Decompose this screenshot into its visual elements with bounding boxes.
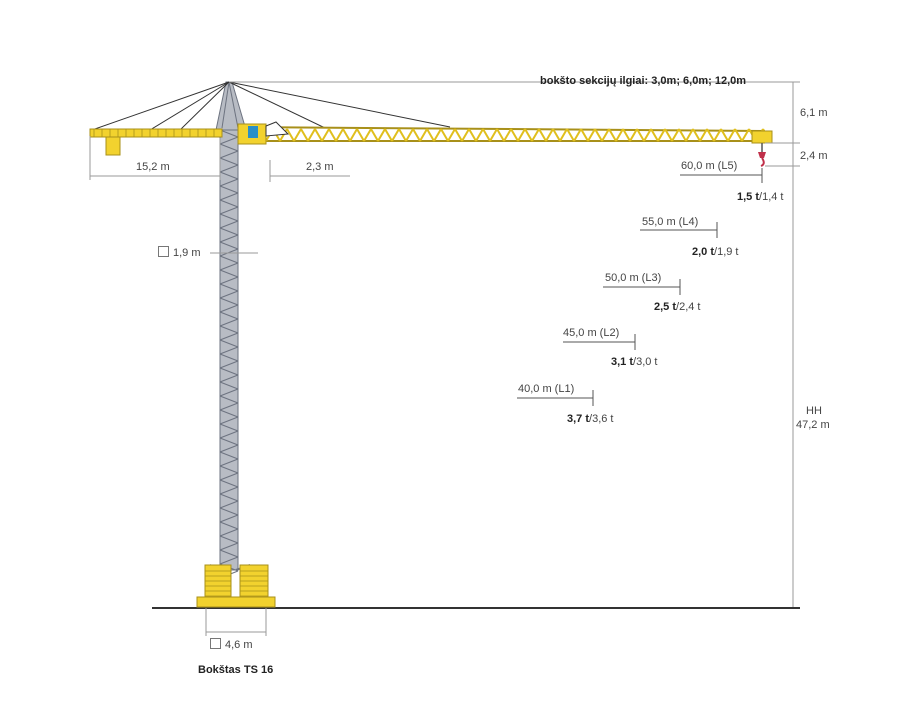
tower-width-label: 1,9 m: [158, 246, 201, 259]
load-radius-l2: 45,0 m (L2): [563, 327, 620, 339]
load-radius-l3: 50,0 m (L3): [605, 272, 662, 284]
load-radius-lines: [517, 168, 763, 406]
counter-jib: [89, 128, 223, 156]
tower-mast: [219, 129, 239, 579]
load-capacity-l3: 2,5 t/2,4 t: [654, 301, 701, 313]
square-icon: [210, 638, 221, 649]
load-radius-l4: 55,0 m (L4): [642, 216, 699, 228]
counter-jib-length: 15,2 m: [136, 161, 170, 173]
load-capacity-l4: 2,0 t/1,9 t: [692, 246, 739, 258]
counterweight: [105, 136, 121, 156]
load-capacity-l5: 1,5 t/1,4 t: [737, 191, 784, 203]
cabin: [248, 126, 258, 138]
load-capacity-l2: 3,1 t/3,0 t: [611, 356, 658, 368]
base-width-label: 4,6 m: [210, 638, 253, 651]
section-lengths-note: bokšto sekcijų ilgiai: 3,0m; 6,0m; 12,0m: [540, 75, 747, 87]
tower-top: [215, 81, 247, 131]
tower-title: Bokštas TS 16: [198, 664, 274, 676]
trolley-hook: [751, 130, 773, 167]
pendant-lines: [91, 81, 451, 131]
square-icon: [158, 246, 169, 257]
base-ballast: [196, 564, 276, 608]
load-capacity-l1: 3,7 t/3,6 t: [567, 413, 614, 425]
hh-value: 47,2 m: [796, 419, 830, 431]
load-radius-l1: 40,0 m (L1): [518, 383, 575, 395]
hh-label: HH: [806, 405, 822, 417]
jib-offset-length: 2,3 m: [306, 161, 334, 173]
jib: [237, 121, 771, 145]
jib-height-label: 2,4 m: [800, 150, 828, 162]
dimension-lines: [89, 81, 800, 636]
top-height-label: 6,1 m: [800, 107, 828, 119]
load-radius-l5: 60,0 m (L5): [681, 160, 738, 172]
